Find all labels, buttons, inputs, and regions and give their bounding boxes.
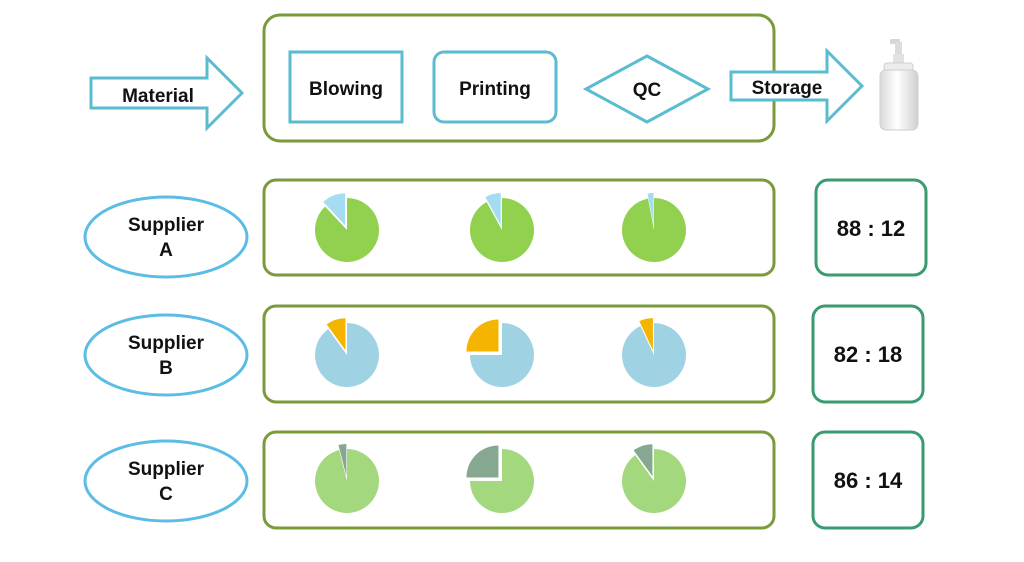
pie-defect-slice bbox=[323, 193, 346, 226]
pie-group bbox=[315, 444, 686, 513]
pie-row-frame bbox=[262, 178, 776, 277]
blowing-label: Blowing bbox=[309, 79, 383, 100]
bottle-icon bbox=[879, 39, 919, 131]
supplier-oval bbox=[83, 439, 249, 523]
ratio-text: 82 : 18 bbox=[834, 342, 903, 367]
supplier-row-c: Supplier C 86 : 14 bbox=[83, 430, 925, 530]
pie-main-slice bbox=[314, 323, 379, 387]
supplier-name: Supplier bbox=[128, 333, 205, 354]
ratio-text: 88 : 12 bbox=[837, 216, 906, 241]
supplier-name: Supplier bbox=[128, 459, 205, 480]
pie-main-slice bbox=[469, 198, 534, 263]
supplier-rows: Supplier A 88 : 12 Supplier B 82 : 18 Su… bbox=[83, 178, 928, 530]
pie-main-slice bbox=[470, 323, 534, 387]
pie-defect-slice bbox=[466, 445, 499, 478]
material-arrow: Material bbox=[89, 54, 245, 132]
supplier-row-a: Supplier A 88 : 12 bbox=[83, 178, 928, 279]
blowing-step: Blowing bbox=[288, 50, 404, 124]
supplier-oval bbox=[83, 195, 249, 279]
pie-group bbox=[314, 318, 687, 388]
storage-arrow: Storage bbox=[729, 47, 865, 125]
pie-group bbox=[314, 193, 687, 263]
pie-defect-slice bbox=[485, 193, 501, 226]
supplier-oval bbox=[83, 313, 249, 397]
process-flow: Material Blowing Printing QC Storage bbox=[89, 13, 919, 143]
ratio-text: 86 : 14 bbox=[834, 468, 903, 493]
pie-main-slice bbox=[622, 323, 687, 388]
supplier-letter: A bbox=[159, 240, 173, 261]
supplier-letter: B bbox=[159, 358, 173, 379]
printing-label: Printing bbox=[459, 79, 531, 100]
pie-main-slice bbox=[314, 198, 379, 263]
pie-defect-slice bbox=[466, 319, 499, 352]
qc-step: QC bbox=[582, 54, 712, 124]
pie-defect-slice bbox=[647, 193, 654, 226]
printing-step: Printing bbox=[432, 50, 558, 124]
pie-defect-slice bbox=[633, 444, 653, 477]
supplier-letter: C bbox=[159, 484, 173, 505]
pie-main-slice bbox=[621, 449, 686, 513]
supplier-name: Supplier bbox=[128, 215, 205, 236]
ratio-box bbox=[814, 178, 928, 277]
ratio-box bbox=[811, 430, 925, 530]
supplier-row-b: Supplier B 82 : 18 bbox=[83, 304, 925, 404]
storage-label: Storage bbox=[752, 78, 823, 99]
pie-main-slice bbox=[622, 198, 687, 262]
pie-main-slice bbox=[470, 449, 534, 513]
pie-row-frame bbox=[262, 430, 776, 530]
pie-main-slice bbox=[315, 449, 380, 513]
ratio-box bbox=[811, 304, 925, 404]
pie-defect-slice bbox=[338, 444, 347, 477]
qc-label: QC bbox=[633, 80, 662, 101]
pie-defect-slice bbox=[326, 318, 346, 351]
pie-defect-slice bbox=[639, 318, 653, 351]
pie-row-frame bbox=[262, 304, 776, 404]
material-label: Material bbox=[122, 86, 194, 107]
